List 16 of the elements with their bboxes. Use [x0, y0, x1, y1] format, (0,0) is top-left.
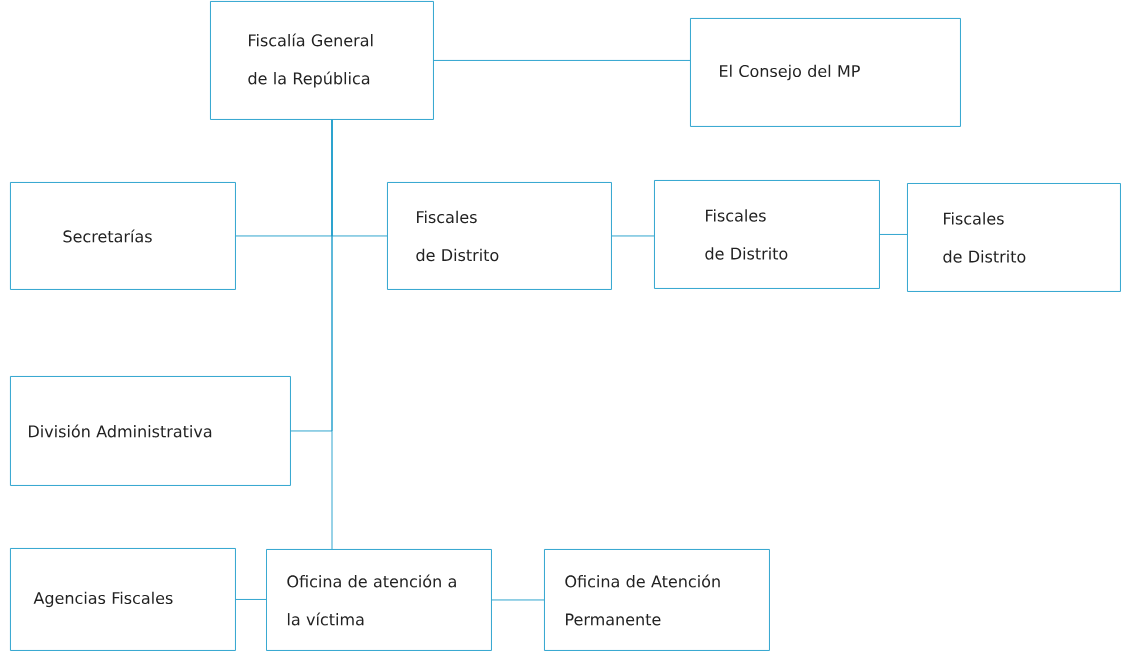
connector-line [611, 235, 655, 237]
org-box: Fiscales de Distrito [387, 182, 612, 290]
org-box: Fiscalía General de la República [210, 1, 434, 120]
org-box: Oficina de atención a la víctima [266, 549, 492, 651]
org-box: Oficina de Atención Permanente [544, 549, 770, 651]
connector-line [491, 599, 545, 601]
connector-line [331, 119, 333, 550]
org-box: División Administrativa [10, 376, 291, 486]
org-box: Fiscales de Distrito [654, 180, 880, 289]
org-box: Fiscales de Distrito [907, 183, 1121, 292]
org-box: Secretarías [10, 182, 236, 290]
org-box: Agencias Fiscales [10, 548, 236, 651]
connector-line [879, 234, 908, 235]
connector-line [433, 60, 691, 61]
org-box: El Consejo del MP [690, 18, 961, 127]
connector-line [235, 599, 267, 600]
